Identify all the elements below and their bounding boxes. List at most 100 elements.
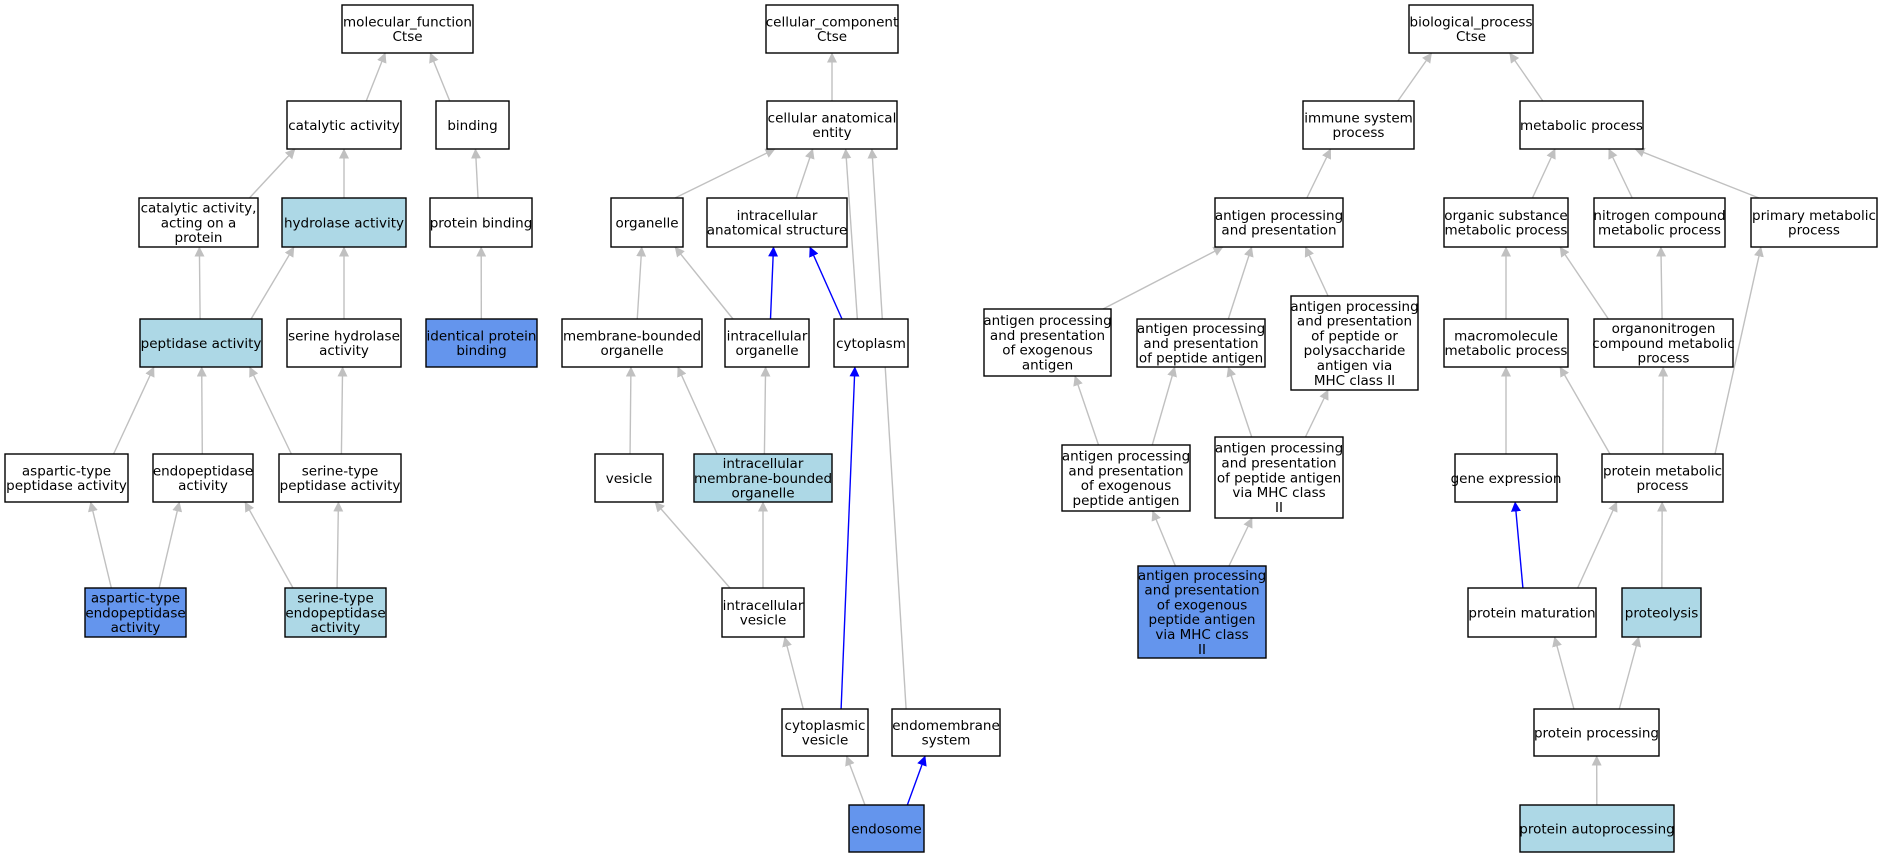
node-label-line: of peptide antigen (1217, 470, 1341, 486)
go-term-node-protein-maturation[interactable]: protein maturation (1467, 587, 1597, 638)
node-label-line: peptide antigen (1149, 612, 1256, 628)
node-label-line: intracellular (727, 328, 808, 344)
edge-immune-system-process-to-biological-process (1397, 52, 1433, 102)
node-label-line: cellular anatomical (768, 110, 897, 126)
node-label-line: process (1637, 478, 1689, 494)
go-term-node-organelle[interactable]: organelle (610, 197, 684, 248)
edge-line (760, 366, 771, 455)
go-term-node-binding[interactable]: binding (435, 100, 510, 150)
node-box (891, 708, 1001, 757)
go-term-node-hydrolase-activity[interactable]: hydrolase activity (281, 197, 407, 248)
node-label-line: binding (456, 343, 506, 359)
node-label-line: and presentation (1144, 583, 1259, 599)
edge-line (841, 148, 859, 320)
edge-cytoplasm-to-cellular-anatomical-entity (841, 148, 859, 320)
go-term-node-endosome[interactable]: endosome (848, 804, 925, 853)
edge-line (1608, 148, 1633, 199)
node-box (1443, 197, 1569, 248)
node-label-line: endopeptidase (153, 463, 253, 479)
edge-ap-exogenous-peptide-antigen-to-ap-peptide-antigen (1151, 366, 1177, 446)
node-label-line: II (1198, 642, 1206, 658)
node-label-line: serine hydrolase (288, 328, 400, 344)
edge-antigen-processing-and-presentation-to-immune-system-process (1306, 148, 1332, 199)
edge-line (337, 366, 348, 455)
node-label-line: compound metabolic (1592, 336, 1734, 352)
node-label-line: protein maturation (1468, 605, 1595, 621)
edge-protein-maturation-to-gene-expression (1510, 501, 1524, 589)
node-box (706, 197, 848, 248)
go-term-node-metabolic-process[interactable]: metabolic process (1519, 100, 1644, 150)
edge-intracellular-anatomical-structure-to-cellular-anatomical-entity (795, 148, 815, 199)
node-box (435, 100, 510, 150)
edge-intracellular-membrane-bounded-organelle-to-membrane-bounded-organelle (677, 366, 718, 455)
node-label-line: cellular_component (766, 14, 898, 30)
node-label-line: antigen processing (1290, 299, 1418, 315)
node-label-line: activity (111, 620, 161, 636)
node-label-line: process (1788, 223, 1840, 239)
node-label-line: and presentation (1068, 463, 1183, 479)
node-label-line: of exogenous (1002, 343, 1093, 359)
edge-line (1509, 52, 1544, 102)
edge-line (625, 366, 636, 455)
node-label-line: antigen (1022, 358, 1073, 374)
go-term-node-protein-binding[interactable]: protein binding (429, 197, 533, 248)
node-label-line: protein processing (1534, 725, 1659, 741)
go-term-node-catalytic-activity[interactable]: catalytic activity (286, 100, 402, 150)
edge-line (1510, 501, 1524, 589)
node-label-line: catalytic activity, (141, 201, 257, 217)
edge-cytoplasmic-vesicle-to-intracellular-vesicle (782, 636, 804, 710)
edge-aspartic-type-endopeptidase-activity-to-endopeptidase-activity (158, 501, 183, 589)
node-label-line: entity (812, 125, 851, 141)
edge-line (1618, 636, 1642, 710)
node-label-line: organelle (615, 215, 678, 231)
go-term-node-proteolysis[interactable]: proteolysis (1621, 587, 1702, 638)
node-label-line: molecular_function (343, 14, 472, 30)
edge-line (1151, 366, 1177, 446)
go-term-node-protein-processing[interactable]: protein processing (1533, 708, 1660, 757)
go-term-node-cytoplasm[interactable]: cytoplasm (833, 318, 909, 368)
edge-nitrogen-compound-metabolic-process-to-metabolic-process (1608, 148, 1633, 199)
node-box (1593, 197, 1726, 248)
go-term-node-peptidase-activity[interactable]: peptidase activity (139, 318, 263, 368)
go-term-node-protein-autoprocessing[interactable]: protein autoprocessing (1519, 804, 1675, 853)
go-term-node-vesicle[interactable]: vesicle (594, 453, 664, 503)
node-label-line: activity (178, 478, 228, 494)
node-label-line: antigen processing (1215, 208, 1343, 224)
go-term-node-gene-expression[interactable]: gene expression (1451, 453, 1562, 503)
edge-line (1306, 148, 1332, 199)
node-label-line: cytoplasm (836, 336, 906, 352)
